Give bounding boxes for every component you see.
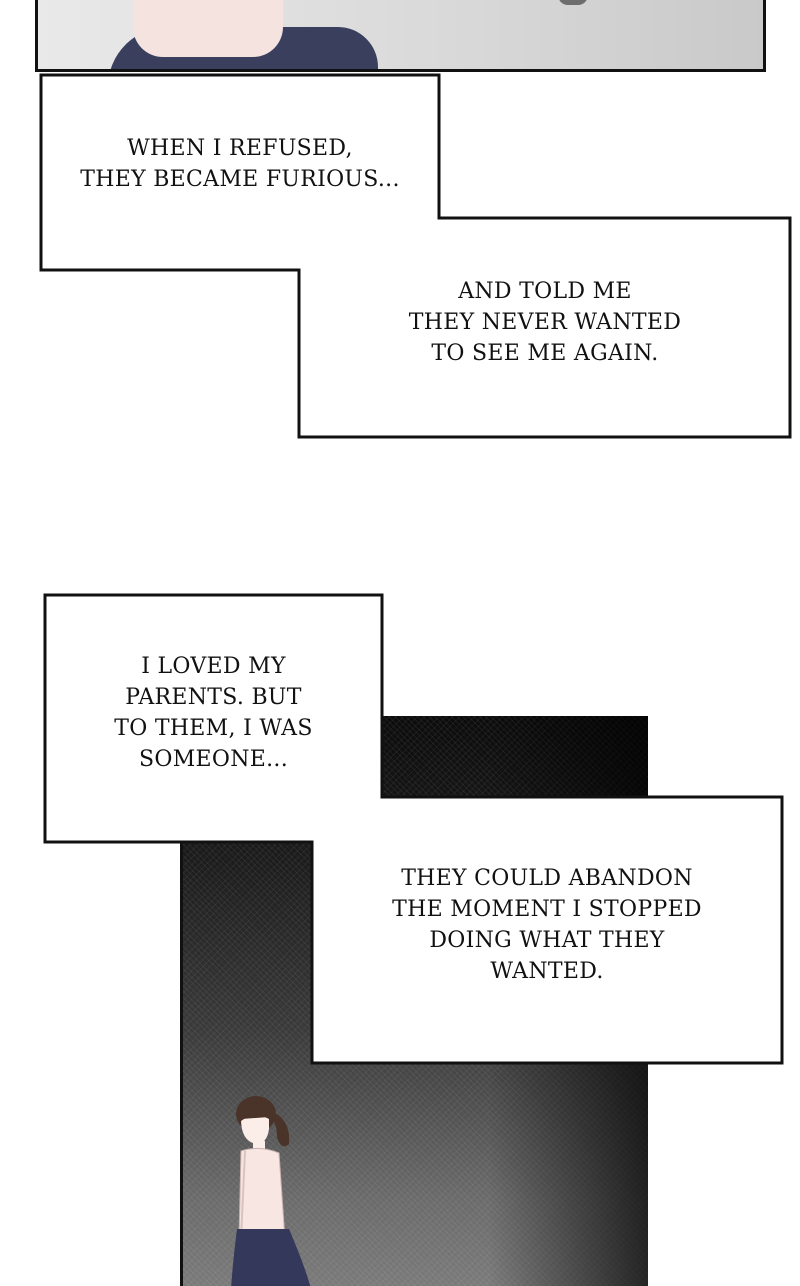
caption-loved-parents: I LOVED MY PARENTS. BUT TO THEM, I WAS S… (45, 651, 382, 775)
caption-never-see-again: AND TOLD ME THEY NEVER WANTED TO SEE ME … (300, 276, 790, 369)
background-object (558, 0, 588, 5)
caption-line: AND TOLD ME (458, 279, 632, 304)
caption-line: THE MOMENT I STOPPED (392, 897, 702, 922)
caption-line: THEY BECAME FURIOUS... (80, 167, 400, 192)
top-art-panel (35, 0, 766, 72)
caption-line: I LOVED MY (141, 654, 286, 679)
caption-line: PARENTS. BUT (125, 685, 302, 710)
caption-line: THEY NEVER WANTED (408, 310, 682, 335)
caption-line: DOING WHAT THEY (429, 928, 665, 953)
caption-line: WANTED. (490, 959, 604, 984)
dark-art-panel (180, 716, 648, 1286)
caption-abandon: THEY COULD ABANDON THE MOMENT I STOPPED … (312, 863, 782, 987)
caption-line: TO SEE ME AGAIN. (431, 341, 659, 366)
caption-line: SOMEONE... (138, 747, 289, 772)
caption-line: WHEN I REFUSED, (127, 136, 353, 161)
caption-line: THEY COULD ABANDON (401, 866, 693, 891)
girl-figure (231, 1096, 311, 1286)
caption-line: TO THEM, I WAS (114, 716, 313, 741)
caption-refused: WHEN I REFUSED, THEY BECAME FURIOUS... (41, 133, 439, 195)
figure-shirt (133, 0, 283, 57)
